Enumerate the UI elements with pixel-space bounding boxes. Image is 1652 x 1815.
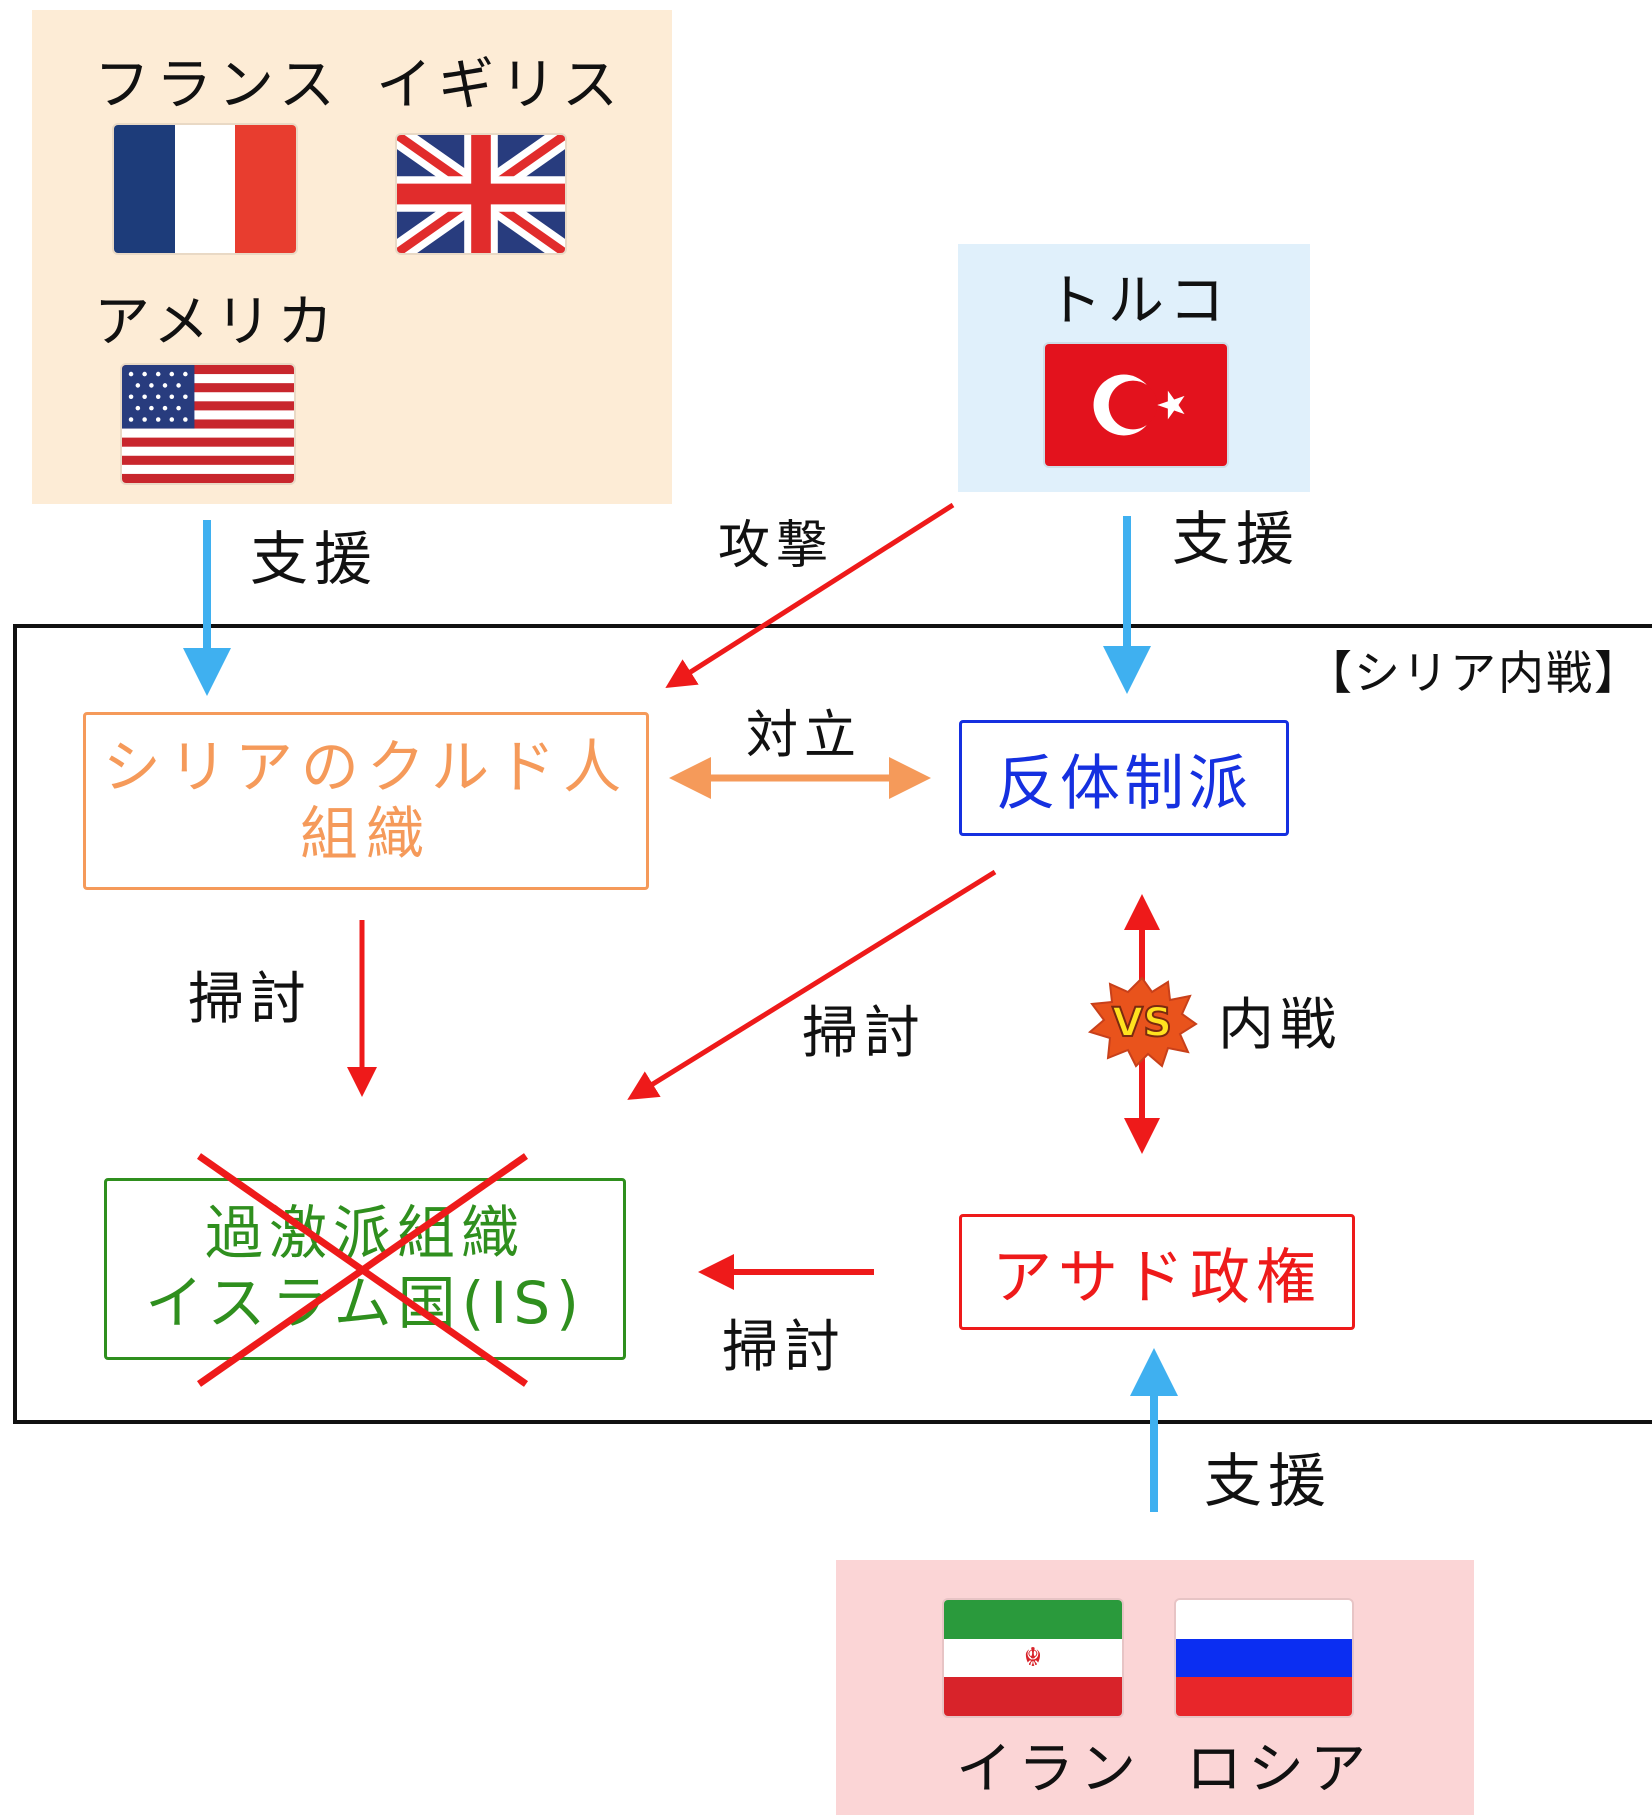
burst-icon [1087, 976, 1198, 1068]
syrian-civil-war-frame [13, 624, 1652, 1424]
rivalry-label: 対立 [746, 706, 863, 766]
assad-line-1: アサド政権 [992, 1242, 1322, 1313]
rebels-sweep-arrow [627, 869, 997, 1100]
turkey-support-label: 支援 [1172, 505, 1301, 573]
france-label: フランス [94, 53, 341, 118]
turkey-attack-arrow [665, 502, 955, 689]
usa-label: アメリカ [94, 290, 340, 355]
vs-badge-text: VS [1111, 999, 1173, 1047]
node-rebels: 反体制派 [959, 720, 1289, 836]
isis-line-2: イスラム国(IS) [145, 1269, 585, 1337]
west-group-panel: フランス イギリス アメリカ [32, 10, 672, 504]
frame-title: 【シリア内戦】 [1306, 646, 1642, 700]
russia-flag [1176, 1600, 1352, 1716]
rebels-sweep-label: 掃討 [802, 1001, 926, 1066]
kurds-sweep-label: 掃討 [188, 967, 312, 1032]
iran-label: イラン [956, 1737, 1142, 1802]
turkey-attack-label: 攻撃 [718, 516, 835, 576]
iran-flag: ☬ [944, 1600, 1122, 1716]
west-support-label: 支援 [250, 525, 379, 593]
turkey-group-panel: トルコ [958, 244, 1310, 492]
cross-out-icon [196, 1153, 529, 1387]
usa-flag [122, 365, 294, 483]
vs-badge: VS [1086, 976, 1198, 1068]
kurds-line-1: シリアのクルド人 [102, 733, 630, 802]
node-kurdish-organizations: シリアのクルド人 組織 [83, 712, 649, 890]
france-flag [114, 125, 296, 253]
uk-flag [397, 135, 565, 253]
node-assad-regime: アサド政権 [959, 1214, 1355, 1330]
uk-label: イギリス [376, 53, 624, 118]
civil-war-label: 内戦 [1218, 993, 1342, 1058]
isis-line-1: 過激派組織 [204, 1199, 525, 1268]
east-group-panel: ☬ イラン ロシア [836, 1560, 1474, 1815]
east-support-label: 支援 [1204, 1447, 1333, 1515]
turkey-label: トルコ [1046, 269, 1231, 334]
kurds-line-2: 組織 [299, 800, 432, 868]
rebels-line-1: 反体制派 [996, 748, 1252, 819]
turkey-flag [1045, 344, 1227, 466]
russia-label: ロシア [1186, 1737, 1372, 1802]
assad-sweep-label: 掃討 [722, 1315, 846, 1380]
